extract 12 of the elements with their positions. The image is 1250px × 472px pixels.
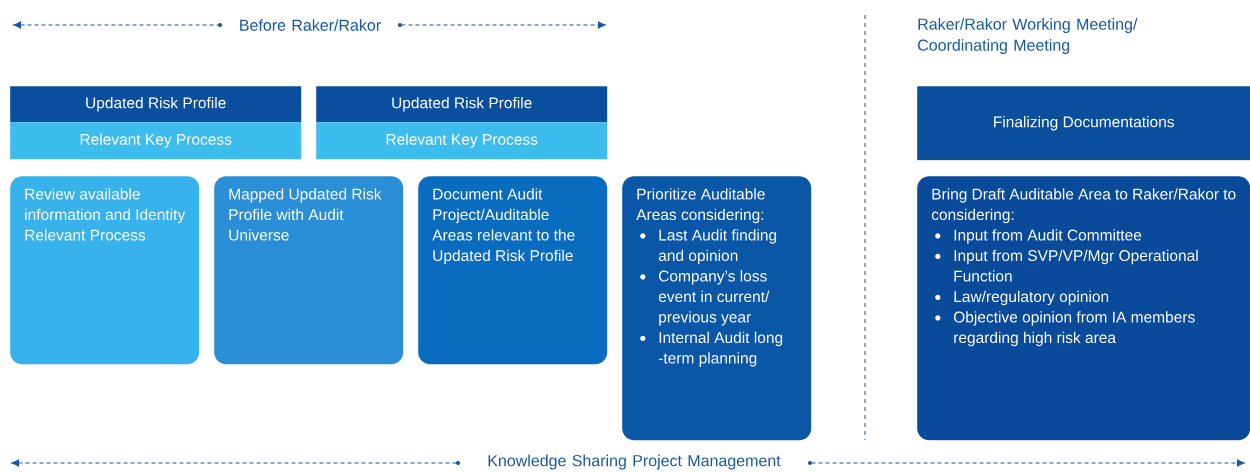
process-box: Mapped Updated Risk Profile with Audit Universe	[214, 176, 404, 365]
process-box: Document Audit Project/Auditable Areas relevant to the Updated Risk Profile	[418, 176, 608, 365]
header-band: Updated Risk Profile	[316, 86, 608, 123]
section-label: Before Raker/Rakor	[240, 19, 381, 31]
header-band: Relevant Key Process	[316, 122, 608, 160]
header-band: Relevant Key Process	[10, 122, 302, 160]
process-box: Prioritize Auditable Areas considering: Last Audit finding and opinion Company’s loss event in current/ previous year Internal Audit long -term planning	[622, 176, 812, 441]
process-box: Bring Draft Auditable Area to Raker/Rakor to considering: Input from Audit Committee Input from SVP/VP/Mgr Operational Function Law/regulatory opinion Objective opinion from IA members regarding high risk area	[917, 176, 1250, 441]
section-label: Raker/Rakor Working Meeting/ Coordinating Meeting	[918, 18, 1138, 54]
header-band: Updated Risk Profile	[10, 86, 302, 123]
process-box: Review available information and Identity Relevant Process	[10, 176, 200, 365]
header-band: Finalizing Documentations	[917, 86, 1250, 161]
